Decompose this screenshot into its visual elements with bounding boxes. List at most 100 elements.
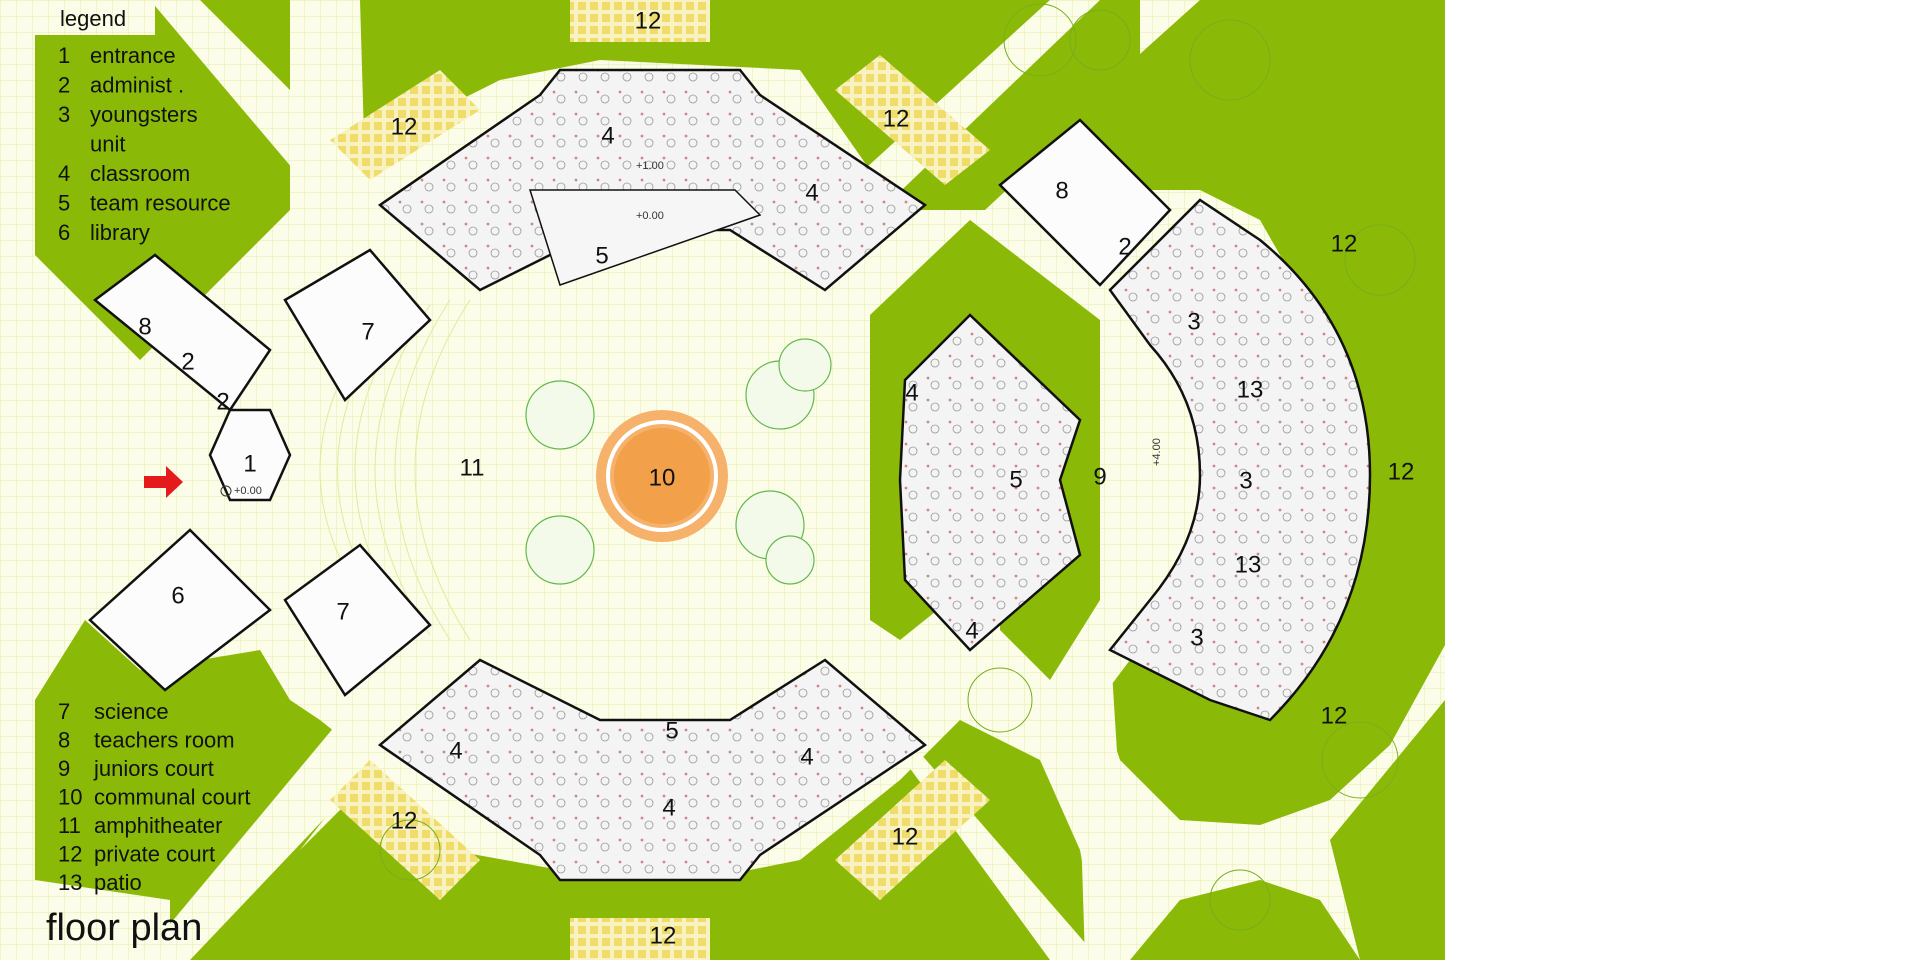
label-science-1: 7: [361, 318, 374, 345]
legend-label: science: [94, 699, 169, 724]
path-southeast: [860, 700, 1100, 960]
label-patio-2: 13: [1235, 551, 1262, 578]
label-team-south: 5: [665, 717, 678, 744]
label-team-east: 5: [1009, 466, 1022, 493]
east-court-level: +4.00: [1151, 438, 1163, 466]
path-curve: [1075, 640, 1130, 960]
label-library: 6: [171, 582, 184, 609]
label-science-2: 7: [336, 598, 349, 625]
tree: [778, 338, 832, 392]
tree: [765, 535, 815, 585]
legend-number: 13: [58, 870, 82, 895]
building: [88, 68, 1372, 882]
legend-number: 12: [58, 842, 82, 867]
grass-bottom-right: [1130, 880, 1360, 960]
label-youngsters-2: 3: [1239, 467, 1252, 494]
legend-label: private court: [94, 842, 215, 867]
legend-number: 10: [58, 785, 82, 810]
private-court-bottom: [570, 918, 710, 960]
legend-number: 8: [58, 728, 70, 753]
path-northwest: [150, 0, 420, 260]
science-room-south: [283, 543, 432, 697]
wing-youngsters: [1108, 198, 1372, 722]
legend-label: communal court: [94, 785, 251, 810]
label-classroom-e2: 4: [965, 617, 978, 644]
legend-number: 9: [58, 756, 70, 781]
label-private-court-se: 12: [892, 823, 919, 850]
trees: [525, 338, 832, 585]
label-classroom-e1: 4: [905, 379, 918, 406]
label-private-court-top: 12: [635, 7, 662, 34]
label-admin-3: 2: [1118, 233, 1131, 260]
legend-label: teachers room: [94, 728, 235, 753]
wing-south: [377, 658, 928, 882]
label-classroom-s2: 4: [800, 743, 813, 770]
legend-number: 7: [58, 699, 70, 724]
legend-number: 2: [58, 73, 70, 98]
label-entrance: 1: [243, 450, 256, 477]
tree: [525, 515, 595, 585]
legend-label: entrance: [90, 43, 176, 68]
legend-number: 11: [58, 813, 81, 838]
wing-east: [898, 313, 1082, 652]
legend-bottom-list: 7 science 8 teachers room 9 juniors court 10 co…: [58, 699, 251, 895]
legend-top-list: 1 entrance 2 administ . 3 youngsters unit 4 clas…: [58, 43, 231, 245]
level-markers: +0.00 +1.00 +0.00 +4.00: [220, 160, 1163, 497]
legend-title: legend: [60, 6, 126, 31]
legend-label: administ .: [90, 73, 184, 98]
private-court-bottom-left: [330, 760, 480, 900]
legend-label: unit: [90, 132, 125, 157]
label-team-north: 5: [595, 242, 608, 269]
grass-far-right: [1330, 700, 1445, 960]
legend-number: 5: [58, 191, 70, 216]
legend-label: library: [90, 220, 150, 245]
label-amphitheater: 11: [460, 454, 485, 481]
private-court-top-left: [330, 70, 480, 180]
path-southwest: [140, 720, 380, 960]
private-courts: [330, 0, 990, 960]
label-admin-2: 2: [216, 388, 229, 415]
legend-label: team resource: [90, 191, 231, 216]
plan-title: floor plan: [46, 907, 202, 949]
label-classroom-n2: 4: [805, 179, 818, 206]
label-juniors-court: 9: [1093, 463, 1106, 490]
legend-number: 1: [58, 43, 70, 68]
legend-label: classroom: [90, 161, 190, 186]
label-classroom-s1: 4: [449, 737, 462, 764]
communal-court: [596, 410, 728, 542]
legend-label: patio: [94, 870, 142, 895]
legend-label: youngsters: [90, 102, 198, 127]
private-court-top: [570, 0, 710, 42]
tree: [525, 380, 595, 450]
label-private-court-nw: 12: [391, 113, 418, 140]
room-labels: 1 2 2 2 8 8 7 7 6 11 10 4 4 4 4 4 4 4 5 …: [138, 7, 1414, 949]
legend-label: juniors court: [93, 756, 214, 781]
teachers-room-east: [998, 118, 1172, 287]
label-private-court-e3: 12: [1321, 702, 1348, 729]
legend-number: 6: [58, 220, 70, 245]
label-classroom-n1: 4: [601, 122, 614, 149]
label-youngsters-3: 3: [1190, 624, 1203, 651]
label-private-court-ne: 12: [883, 105, 910, 132]
grass-bottom-left: [35, 620, 370, 960]
legend-number: 3: [58, 102, 70, 127]
label-patio-1: 13: [1237, 376, 1264, 403]
legend-label: amphitheater: [94, 813, 222, 838]
label-private-court-e1: 12: [1331, 230, 1358, 257]
label-teachers-2: 8: [1055, 177, 1068, 204]
grass-trees: [379, 3, 1416, 931]
label-classroom-s3: 4: [662, 794, 675, 821]
legend: legend 1 entrance 2 administ . 3 youngsters un…: [58, 6, 251, 895]
private-court-top-right: [835, 55, 990, 185]
upper-wing-level: +1.00: [636, 160, 664, 172]
library: [88, 528, 272, 692]
grass-bottom-center: [200, 720, 1100, 960]
label-private-court-sw: 12: [391, 807, 418, 834]
label-teachers-1: 8: [138, 313, 151, 340]
upper-team-level: +0.00: [636, 210, 664, 222]
diagonal-paths: [140, 0, 1130, 960]
entrance-arrow-icon: [144, 466, 183, 498]
path-northeast: [820, 0, 1100, 230]
legend-number: 4: [58, 161, 70, 186]
